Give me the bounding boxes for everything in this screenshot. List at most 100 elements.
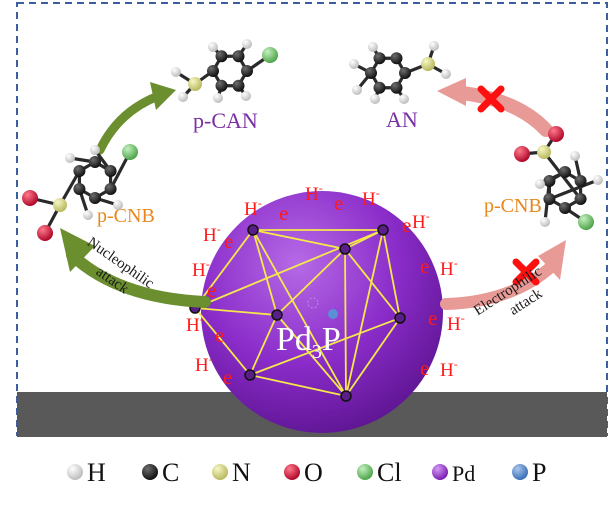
electron-label: e [334,191,343,215]
legend-label-n: N [232,458,251,487]
legend-label-o: O [304,458,323,487]
atom-cl [122,144,138,160]
atom-c [365,67,377,79]
electron-label: e [223,365,232,389]
crystal-lattice [193,229,401,398]
legend-swatch-n [212,464,228,480]
molecule-p-can [171,39,278,103]
pd3p-particle [201,191,443,433]
p-atom [328,309,338,319]
molecule-p-cnb-right [514,126,603,230]
atom-c [543,175,556,187]
hydride-label: H- [412,209,430,233]
atom-cl [578,214,594,230]
legend-swatch-p [512,464,528,480]
lattice-site-dashed [307,297,319,309]
atom-c [89,192,101,204]
atom-c [373,52,386,65]
hydride-label: H- [440,357,458,381]
electron-label: e [428,306,437,330]
atom-n [421,57,435,71]
atom-h [241,91,251,101]
atom-n [53,198,67,212]
label-p-cnb-right: p-CNB [484,195,542,217]
atom-o [22,190,38,206]
atom-c [232,79,245,92]
atom-c [559,166,571,178]
atom-c [232,50,245,63]
nucleophilic-arrow-shaft [66,249,211,308]
atom-h [535,179,545,189]
atom-h [65,153,75,163]
bond [548,178,599,201]
molecule-p-cnb-left [22,144,138,241]
electron-label: e [279,201,288,225]
atom-c [574,193,587,205]
label-an: AN [386,107,418,132]
atom-o [37,225,53,241]
atom-cl [262,47,278,63]
blocked-cross-top-icon [477,85,505,113]
atom-h [399,94,409,104]
atom-h [540,217,550,227]
electron-label: e [420,254,429,278]
electron-label: e [207,278,216,302]
atom-c [390,81,403,94]
electron-label: e [420,356,429,380]
atom-h [441,69,451,79]
electrophilic-arrow-shaft [440,260,558,310]
blocked-cross-bottom-icon [512,258,540,286]
atom-o [514,146,530,162]
atom-c [543,193,556,205]
blocked-arrow-head [437,78,466,106]
atom-h [349,59,359,69]
atom-h [368,42,378,52]
atom-h [83,210,93,220]
atom-h [242,39,252,49]
atom-h [208,42,218,52]
hydride-label: H- [440,256,458,280]
electron-label: e [402,213,411,237]
legend-swatch-pd [432,464,448,480]
reduction-arrow-shaft [95,91,163,155]
electrophilic-arrow-head [538,240,566,280]
legend-label-p: P [532,458,546,487]
atom-h [171,67,181,77]
hydride-label: H- [362,186,380,210]
hydride-label: H- [305,181,323,205]
atom-n [537,145,551,159]
hydride-label: H- [186,312,204,336]
reduction-arrow-head [150,82,176,110]
legend-label-cl: Cl [377,458,402,487]
atom-h [429,41,439,51]
blocked-arrow-shaft [455,86,553,137]
label-p-cnb-left: p-CNB [97,205,155,227]
legend-swatch-cl [357,464,373,480]
hydride-label: H- [192,257,210,281]
atom-c [574,175,587,187]
atom-h [593,175,603,185]
atom-h [113,200,123,210]
atom-c [241,65,253,77]
legend-swatch-h [67,464,83,480]
hydride-label: H- [447,311,465,335]
hydride-label: H- [244,196,262,220]
atom-c [89,156,101,168]
atom-c [215,79,228,92]
atom-h [90,145,100,155]
electron-label: e [215,323,224,347]
legend-label-c: C [162,458,179,487]
lattice-atoms [189,224,406,402]
atom-c [390,52,403,65]
atom-c [104,183,117,195]
atom-h [213,93,223,103]
legend-swatch-c [142,464,158,480]
atom-o [548,126,564,142]
atom-c [73,165,86,177]
legend-label-h: H [87,458,106,487]
atom-c [207,65,219,77]
electron-label: e [224,229,233,253]
